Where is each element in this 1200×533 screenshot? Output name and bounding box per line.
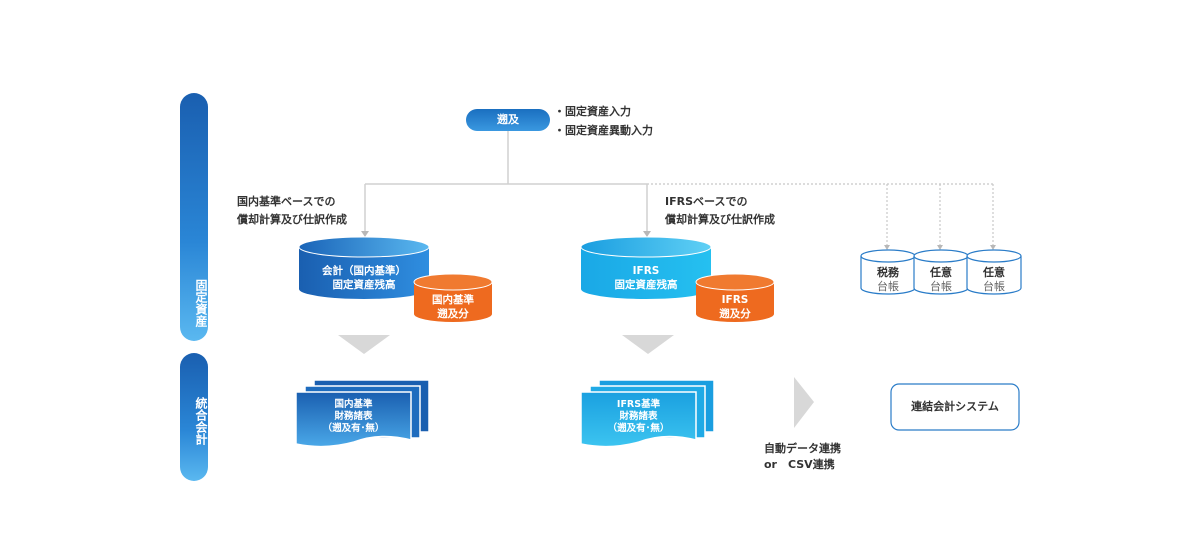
ledger-optional-2-title: 任意 bbox=[983, 266, 1005, 279]
domestic-doc-line1: 国内基準 bbox=[334, 399, 373, 410]
domestic-doc-line3: （遡及有･無） bbox=[322, 423, 385, 434]
sidebar-consolidated-label: 統合会計 bbox=[194, 397, 208, 445]
down-arrow-ifrs bbox=[622, 335, 674, 354]
ifrs-balance-cylinder bbox=[580, 236, 712, 299]
ifrs-note-line1: IFRSベースでの bbox=[665, 195, 748, 208]
ifrs-doc-line2: 財務諸表 bbox=[619, 411, 658, 422]
right-arrow-transfer bbox=[794, 377, 814, 428]
retro-bullet-2: ・固定資産異動入力 bbox=[554, 124, 653, 137]
domestic-note-line1: 国内基準ベースでの bbox=[237, 195, 336, 208]
ledger-tax-sub: 台帳 bbox=[877, 280, 899, 293]
transfer-line1: 自動データ連携 bbox=[764, 442, 841, 455]
consolidation-system-label[interactable]: 連結会計システム bbox=[911, 400, 999, 413]
ledger-optional-1-title: 任意 bbox=[930, 266, 952, 279]
ifrs-doc-line1: IFRS基準 bbox=[616, 399, 661, 410]
ledger-optional-2-sub: 台帳 bbox=[983, 280, 1005, 293]
retro-button-shape[interactable] bbox=[466, 109, 550, 131]
domestic-note-line2: 償却計算及び仕訳作成 bbox=[237, 213, 347, 226]
retro-bullet-1: ・固定資産入力 bbox=[554, 105, 631, 118]
sidebar-fixed-assets: 固定資産 bbox=[180, 93, 208, 341]
domestic-retro-line2: 遡及分 bbox=[437, 308, 469, 320]
transfer-line2: or CSV連携 bbox=[764, 458, 835, 471]
domestic-balance-line1: 会計（国内基準） bbox=[322, 265, 406, 277]
ifrs-retro-line1: IFRS bbox=[721, 294, 749, 306]
ifrs-financial-statements bbox=[580, 379, 715, 448]
ledger-optional-1-sub: 台帳 bbox=[930, 280, 952, 293]
ifrs-retro-cylinder bbox=[695, 273, 775, 322]
domestic-retro-line1: 国内基準 bbox=[432, 294, 474, 306]
domestic-retro-cylinder bbox=[413, 273, 493, 322]
ifrs-retro-line2: 遡及分 bbox=[719, 308, 751, 320]
ifrs-note-line2: 償却計算及び仕訳作成 bbox=[665, 213, 775, 226]
domestic-balance-line2: 固定資産残高 bbox=[332, 279, 396, 291]
ifrs-balance-line2: 固定資産残高 bbox=[614, 279, 678, 291]
domestic-balance-cylinder bbox=[298, 236, 430, 299]
consolidation-system-box[interactable] bbox=[890, 383, 1020, 431]
sidebar-consolidated: 統合会計 bbox=[180, 353, 208, 481]
retro-button-label[interactable]: 遡及 bbox=[497, 113, 519, 126]
ledger-tax-title: 税務 bbox=[877, 266, 899, 279]
connector-lines bbox=[361, 131, 996, 250]
sidebar-fixed-assets-label: 固定資産 bbox=[194, 279, 208, 327]
ifrs-doc-line3: （遡及有･無） bbox=[607, 423, 670, 434]
down-arrow-domestic bbox=[338, 335, 390, 354]
ifrs-balance-line1: IFRS bbox=[632, 265, 660, 277]
domestic-financial-statements bbox=[295, 379, 430, 448]
ledger-cylinders bbox=[860, 249, 1022, 295]
domestic-doc-line2: 財務諸表 bbox=[334, 411, 373, 422]
